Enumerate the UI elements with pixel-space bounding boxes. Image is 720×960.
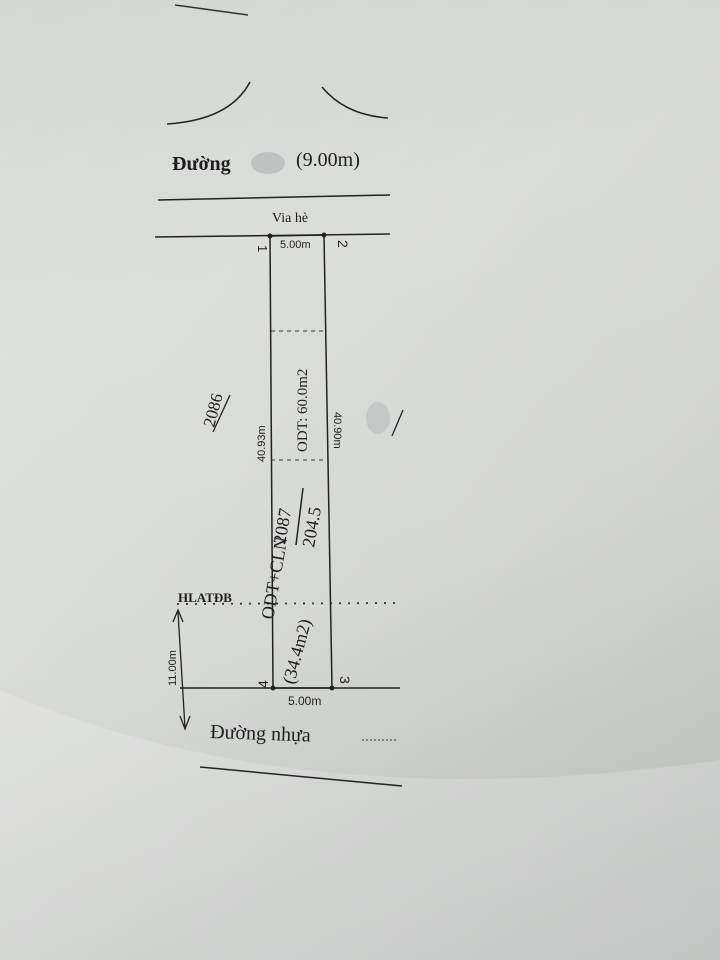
- neighbor-fraction-bar-right: [391, 409, 404, 437]
- left-edge-length: 40.93m: [256, 425, 268, 462]
- safety-corridor-label: HLATĐB: [178, 590, 232, 605]
- arrow-head-down: [179, 715, 191, 731]
- blurred-road-name: [251, 152, 285, 174]
- neighbor-fraction-bar: [212, 394, 231, 433]
- arrow-head-up: [172, 608, 184, 623]
- corner-label-2: 2: [335, 240, 351, 248]
- road-bottom-line: [199, 766, 403, 787]
- corner-marker-1: [267, 233, 273, 239]
- blurred-neighbor-number: [366, 402, 390, 434]
- residential-area: ODT: 60.0m2: [295, 369, 311, 452]
- top-edge-length: 5.00m: [280, 239, 311, 251]
- parcel-fraction-bar: [295, 487, 304, 546]
- curb-arc-left: [166, 81, 251, 125]
- bottom-edge-length: 5.00m: [288, 694, 321, 708]
- top-line: [174, 4, 249, 16]
- corner-label-3: 3: [337, 676, 353, 684]
- paper-fold: [0, 690, 720, 960]
- road-edge-line: [157, 194, 391, 201]
- curb-arc-right: [321, 86, 389, 119]
- road-top-width: (9.00m): [296, 149, 360, 171]
- road-top-name: Đường: [172, 153, 231, 175]
- corner-marker-2: [321, 232, 327, 238]
- distance-arrow: [177, 611, 186, 729]
- right-edge-length: 40.90m: [331, 412, 343, 449]
- safety-corridor-distance: 11.00m: [167, 650, 179, 686]
- corner-label-1: 1: [255, 245, 270, 252]
- corner-label-4: 4: [255, 680, 271, 688]
- safety-corridor-line: [176, 602, 401, 605]
- sidewalk-label: Via hè: [272, 211, 308, 226]
- road-bottom-label: Đường nhựa: [210, 721, 311, 747]
